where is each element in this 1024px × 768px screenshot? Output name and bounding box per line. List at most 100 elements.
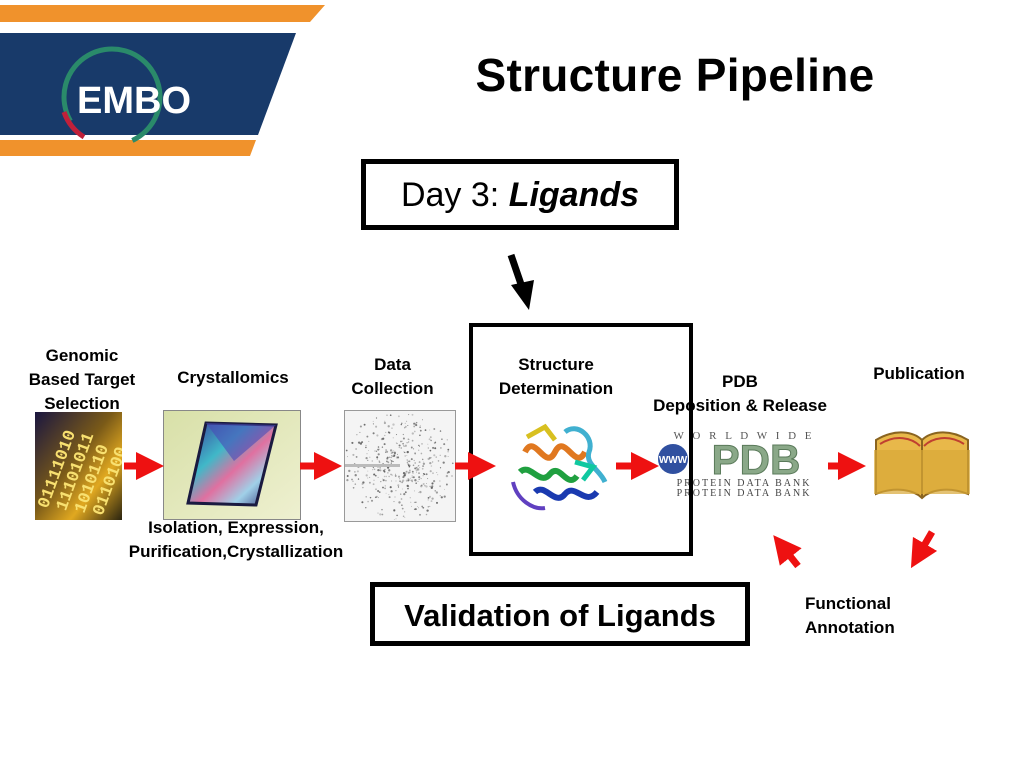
diffraction-spot [420, 478, 422, 480]
diffraction-spot [424, 485, 426, 487]
diffraction-spot [400, 423, 402, 426]
diffraction-spot [396, 442, 398, 445]
diffraction-spot [413, 422, 416, 425]
label-functional-annotation: Functional Annotation [805, 592, 945, 640]
diffraction-spot [395, 480, 397, 482]
diffraction-spot [388, 494, 390, 496]
diffraction-spot [413, 508, 416, 510]
diffraction-spot [416, 467, 418, 469]
diffraction-spot [374, 496, 377, 499]
embo-logo-graphic: EMBO [0, 5, 325, 156]
diffraction-spot [404, 516, 406, 518]
diffraction-spot [376, 456, 379, 459]
diffraction-spot [447, 450, 449, 453]
diffraction-spot [400, 447, 402, 449]
label-pdb-deposition: PDB Deposition & Release [630, 370, 850, 418]
diffraction-spot [352, 453, 355, 456]
diffraction-spot [428, 495, 432, 498]
label-data-collection: Data Collection [325, 353, 460, 401]
diffraction-spot [417, 468, 419, 470]
diffraction-spot [446, 439, 448, 441]
diffraction-spot [389, 459, 392, 461]
diffraction-spot [361, 441, 364, 444]
diffraction-spot [440, 496, 443, 499]
diffraction-spot [372, 432, 375, 435]
pdb-globe-icon [658, 444, 688, 474]
diffraction-spot [439, 467, 442, 469]
diffraction-spot [402, 476, 405, 479]
diffraction-spot [410, 479, 412, 482]
day-emphasis: Ligands [508, 176, 640, 214]
diffraction-spot [451, 475, 453, 477]
diffraction-spot [421, 467, 424, 470]
diffraction-spot [441, 438, 443, 441]
diffraction-spot [390, 473, 392, 476]
diffraction-spot [419, 445, 420, 447]
diffraction-spot [355, 455, 358, 458]
diffraction-spot [389, 449, 393, 452]
diffraction-spot [365, 456, 368, 460]
diffraction-spot [362, 486, 364, 489]
diffraction-spot [437, 474, 439, 476]
diffraction-spot [398, 501, 401, 504]
arrow-up-left-icon [773, 535, 802, 569]
diffraction-spot [390, 490, 393, 493]
label-genomic-line1: Genomic [45, 346, 119, 365]
label-pdb-line1: PDB [722, 372, 758, 391]
diffraction-spot [410, 501, 412, 503]
diffraction-spot [402, 442, 404, 445]
diffraction-spot [421, 419, 424, 421]
label-genomic-line3: Selection [44, 394, 120, 413]
label-publication: Publication [873, 364, 965, 383]
diffraction-spot [381, 513, 384, 516]
diffraction-spot [413, 459, 415, 462]
diffraction-spot [445, 474, 449, 478]
diffraction-spot [427, 499, 429, 501]
diffraction-spot [439, 480, 441, 482]
diffraction-spot [433, 454, 436, 457]
diffraction-spot [431, 485, 434, 488]
diffraction-spot [443, 495, 446, 498]
diffraction-spot [409, 477, 411, 479]
diffraction-spot [384, 487, 386, 490]
diffraction-spot [390, 452, 393, 455]
diffraction-spot [378, 461, 381, 463]
diffraction-spot [356, 470, 359, 473]
label-functional-line1: Functional [805, 594, 891, 613]
diffraction-spot [417, 506, 419, 507]
diffraction-spot [430, 439, 432, 442]
diffraction-spot [387, 457, 389, 459]
diffraction-spot [348, 469, 351, 473]
diffraction-spot [404, 473, 407, 475]
label-genomic-target-selection: Genomic Based Target Selection [12, 344, 152, 416]
diffraction-spot [428, 438, 431, 441]
diffraction-spot [442, 461, 445, 464]
diffraction-spot [436, 501, 438, 504]
diffraction-spot [409, 469, 411, 471]
diffraction-spot [379, 469, 382, 472]
diffraction-spot [377, 467, 379, 469]
diffraction-spot [431, 497, 434, 500]
diffraction-spot [366, 453, 368, 455]
diffraction-spot [389, 486, 392, 489]
diffraction-spot [408, 414, 410, 416]
diffraction-spot [403, 493, 406, 496]
diffraction-spot [422, 482, 425, 486]
diffraction-spot [359, 431, 361, 433]
day-ligands-text: Day 3: Ligands [366, 176, 674, 215]
diffraction-spot [391, 427, 393, 429]
diffraction-spot [374, 474, 377, 477]
diffraction-spot [406, 420, 408, 422]
diffraction-spot [346, 475, 349, 477]
diffraction-spot [377, 453, 380, 456]
diffraction-spot [411, 470, 414, 473]
diffraction-spot [418, 472, 420, 474]
diffraction-spot [417, 480, 419, 482]
book-image [866, 420, 978, 502]
diffraction-spot [401, 481, 404, 484]
diffraction-spot [390, 463, 392, 465]
label-crystallomics: Crystallomics [177, 368, 289, 387]
diffraction-spot [447, 470, 450, 474]
diffraction-spot [382, 437, 385, 440]
diffraction-spot [422, 465, 425, 468]
